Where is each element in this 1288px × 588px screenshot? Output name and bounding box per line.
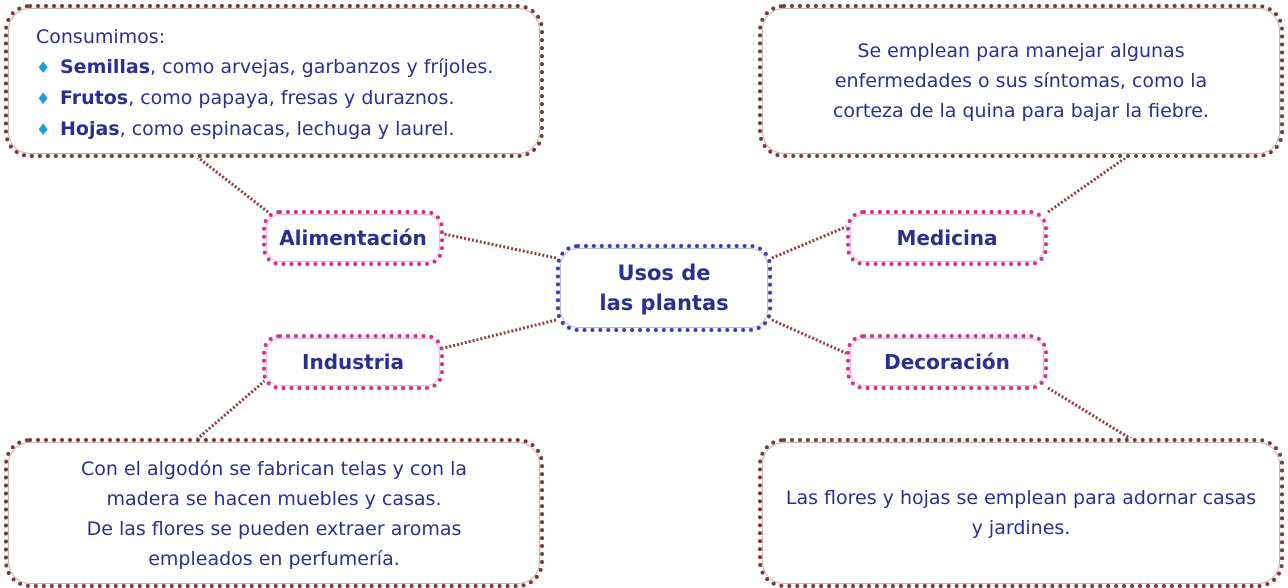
diamond-bullet-icon: ♦ (36, 120, 51, 139)
alimentacion-info-box: Consumimos: ♦ Semillas, como arvejas, ga… (4, 4, 544, 158)
industria-info-box: Con el algodón se fabrican telas y con l… (4, 438, 544, 588)
food-detail: , como papaya, fresas y duraznos. (128, 87, 455, 109)
link-industria-info (195, 376, 269, 442)
diamond-bullet-icon: ♦ (36, 58, 51, 77)
center-title-line-1: Usos de (617, 261, 711, 285)
link-center-alimentacion (443, 232, 557, 260)
medicina-info-box: Se emplean para manejar algunas enfermed… (758, 4, 1284, 158)
food-keyword: Frutos (60, 87, 129, 109)
decoracion-info-text: Las flores y hojas se emplean para adorn… (785, 487, 1257, 539)
medicina-info-text: Se emplean para manejar algunas enfermed… (832, 40, 1209, 122)
food-keyword: Semillas (60, 56, 151, 78)
link-center-medicina (771, 224, 849, 260)
list-item: ♦ Hojas, como espinacas, lechuga y laure… (36, 114, 540, 145)
list-item: ♦ Frutos, como papaya, fresas y duraznos… (36, 83, 540, 114)
category-decoracion: Decoración (846, 334, 1048, 390)
link-decoracion-info (1047, 386, 1137, 444)
list-item: ♦ Semillas, como arvejas, garbanzos y fr… (36, 52, 540, 83)
diamond-bullet-icon: ♦ (36, 89, 51, 108)
link-alimentacion-info (195, 154, 269, 214)
decoracion-info-box: Las flores y hojas se emplean para adorn… (758, 438, 1284, 588)
center-node: Usos de las plantas (556, 244, 772, 332)
industria-info-text-2: De las flores se pueden extraer aromas e… (86, 518, 462, 570)
food-keyword: Hojas (60, 118, 120, 140)
category-industria: Industria (262, 334, 444, 390)
link-center-industria (443, 318, 557, 350)
food-detail: , como arvejas, garbanzos y fríjoles. (150, 56, 494, 78)
category-medicina: Medicina (846, 210, 1048, 266)
food-detail: , como espinacas, lechuga y laurel. (119, 118, 455, 140)
link-medicina-info (1047, 154, 1129, 214)
food-list: ♦ Semillas, como arvejas, garbanzos y fr… (36, 52, 540, 145)
industria-info-text-1: Con el algodón se fabrican telas y con l… (81, 458, 467, 510)
link-center-decoracion (771, 318, 849, 356)
category-alimentacion: Alimentación (262, 210, 444, 266)
center-title-line-2: las plantas (599, 291, 729, 315)
alimentacion-intro: Consumimos: (36, 26, 166, 48)
